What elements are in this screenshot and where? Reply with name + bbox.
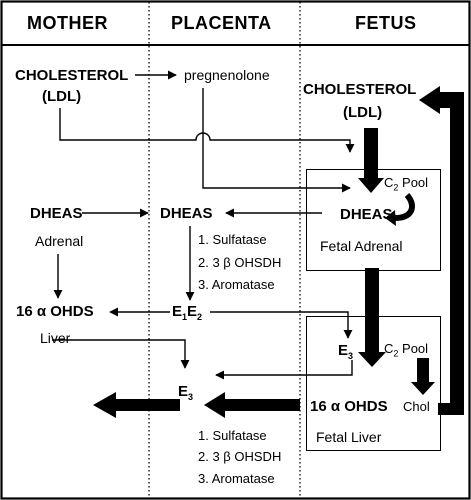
- arrow-pregnenolone-to-fetal-adrenal: [202, 88, 351, 193]
- thick-arrow-e3-to-mother: [93, 392, 180, 418]
- arrow-e1e2-to-fetal-e3: [210, 311, 353, 339]
- fetal-chol: Chol: [403, 399, 430, 414]
- arrow-liver-to-e3: [52, 339, 190, 369]
- e2-letter: E: [187, 303, 198, 320]
- ohds-prefix: 16 α: [16, 303, 47, 320]
- fetal-liver-box: [306, 316, 441, 451]
- c2-pool-top: C2 Pool: [384, 175, 428, 193]
- column-header-mother: MOTHER: [27, 13, 108, 33]
- placental-e1e2: E1E2: [172, 303, 202, 322]
- maternal-ldl: (LDL): [42, 88, 82, 105]
- c2-pool-text: Pool: [398, 175, 429, 190]
- fetal-adrenal-box: [306, 169, 441, 271]
- fetal-cholesterol: CHOLESTEROL: [303, 81, 417, 98]
- c2b-subscript: 2: [393, 348, 399, 359]
- thick-arrow-ohds-to-e3: [204, 392, 300, 418]
- e3-letter: E: [178, 383, 189, 400]
- placental-step-1: 1. Sulfatase: [198, 232, 267, 247]
- thick-arrow-adrenal-to-liver: [358, 268, 386, 367]
- fetal-liver-label: Fetal Liver: [316, 429, 382, 445]
- arrow-fetal-e3-to-placental-e3: [215, 360, 353, 380]
- e3-subscript: 3: [188, 392, 194, 402]
- c2-subscript: 2: [393, 182, 399, 193]
- fetal-adrenal-label: Fetal Adrenal: [320, 238, 403, 254]
- maternal-cholesterol: CHOLESTEROL: [15, 67, 129, 84]
- placental-step2-3: 3. Aromatase: [198, 471, 275, 486]
- ohds-name: OHDS: [50, 303, 94, 320]
- placental-dheas: DHEAS: [160, 205, 213, 222]
- c2b-pool-text: Pool: [398, 341, 429, 356]
- placental-step2-2: 2. 3 β OHSDH: [198, 449, 282, 464]
- maternal-dheas: DHEAS: [30, 205, 83, 222]
- fetal-e3-subscript: 3: [348, 351, 354, 361]
- placental-step-3: 3. Aromatase: [198, 277, 275, 292]
- thick-arrow-pool-to-chol: [411, 358, 435, 395]
- fetal-dheas: DHEAS: [340, 206, 393, 223]
- c2-pool-curve-head: [385, 210, 396, 226]
- e2-subscript: 2: [197, 312, 203, 322]
- thick-arrow-cholesterol-to-dheas: [358, 128, 384, 193]
- fetal-ldl: (LDL): [343, 104, 383, 121]
- column-header-fetus: FETUS: [355, 13, 417, 33]
- fetal-16a-ohds: 16 α OHDS: [310, 398, 388, 415]
- pregnenolone: pregnenolone: [184, 67, 270, 83]
- fetal-e3-letter: E: [338, 342, 349, 359]
- c2-pool-bottom: C2 Pool: [384, 341, 428, 359]
- c2-pool-curve-arrow: [391, 192, 415, 222]
- c2-letter: C: [384, 175, 394, 190]
- arrow-maternal-to-fetal-cholesterol: [59, 108, 355, 153]
- fetal-e3: E3: [338, 342, 353, 361]
- maternal-liver-label: Liver: [40, 330, 71, 346]
- maternal-adrenal-label: Adrenal: [35, 233, 84, 249]
- c2b-letter: C: [384, 341, 394, 356]
- placental-step2-1: 1. Sulfatase: [198, 428, 267, 443]
- maternal-16a-ohds: 16 α OHDS: [16, 303, 94, 320]
- placental-step-2: 2. 3 β OHSDH: [198, 255, 282, 270]
- e1-letter: E: [172, 303, 183, 320]
- column-header-placenta: PLACENTA: [171, 13, 272, 33]
- thick-arrow-chol-feedback: [419, 86, 464, 415]
- e1-subscript: 1: [182, 312, 188, 322]
- placental-e3: E3: [178, 383, 193, 402]
